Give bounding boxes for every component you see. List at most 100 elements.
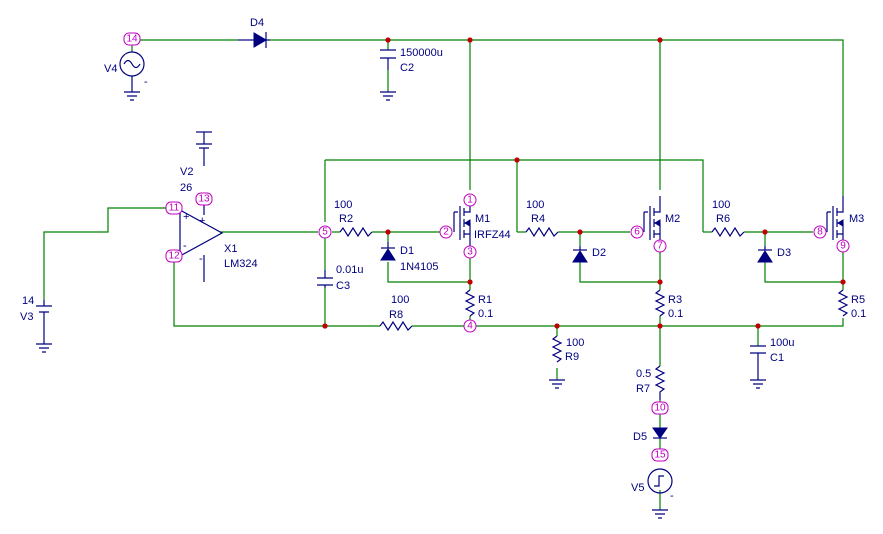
resistor-r5: R5 0.1 (837, 289, 866, 320)
svg-text:9: 9 (840, 241, 846, 252)
node-9: 9 (836, 239, 850, 253)
m1-ref: M1 (475, 213, 490, 225)
r4-ref: R4 (531, 213, 545, 225)
diode-d3: D3 (757, 246, 791, 263)
r1-ref: R1 (478, 294, 492, 306)
junction-dot (467, 279, 473, 285)
m2-ref: M2 (665, 213, 680, 225)
r9-value: 100 (566, 337, 584, 349)
capacitor-c1: 100u C1 (750, 337, 794, 389)
node-10: 10 (651, 401, 669, 415)
svg-text:4: 4 (467, 321, 473, 332)
v3-ref: V3 (20, 311, 33, 323)
junction-dot (514, 157, 520, 163)
svg-text:5: 5 (322, 227, 328, 238)
node-14: 14 (123, 32, 141, 46)
svg-text:-: - (144, 76, 148, 88)
junction-dot (385, 37, 391, 43)
r2-ref: R2 (339, 213, 353, 225)
svg-text:+: + (199, 215, 205, 227)
svg-text:6: 6 (634, 227, 640, 238)
svg-text:1: 1 (467, 195, 473, 206)
junction-dot (385, 229, 391, 235)
c2-ref: C2 (400, 62, 414, 74)
r5-ref: R5 (851, 294, 865, 306)
r5-value: 0.1 (851, 308, 866, 320)
r6-ref: R6 (716, 213, 730, 225)
r8-value: 100 (391, 294, 409, 306)
junction-dot (755, 323, 761, 329)
source-v4: - V4 (104, 51, 148, 101)
svg-text:-: - (199, 253, 203, 265)
source-v5: - V5 (631, 468, 674, 519)
capacitor-c2: 150000u C2 (380, 47, 443, 101)
node-12: 12 (165, 249, 183, 263)
svg-text:11: 11 (169, 203, 180, 214)
diode-d2: D2 (572, 246, 606, 263)
svg-text:3: 3 (467, 247, 473, 258)
d5-ref: D5 (633, 431, 647, 443)
node-2: 2 (439, 225, 453, 239)
junction-dot (322, 323, 328, 329)
svg-text:10: 10 (654, 403, 666, 414)
node-7: 7 (653, 239, 667, 253)
resistor-r4: 100 R4 (525, 199, 559, 238)
mosfet-m1: M1 IRFZ44 (453, 196, 511, 258)
resistor-r6: 100 R6 (711, 199, 745, 238)
resistor-r9: 100 R9 (549, 335, 584, 389)
svg-text:7: 7 (657, 241, 663, 252)
capacitor-c3: 0.01u C3 (317, 264, 364, 292)
svg-text:8: 8 (817, 227, 823, 238)
junction-dot (657, 323, 663, 329)
v5-ref: V5 (631, 482, 644, 494)
diode-d5: D5 (633, 427, 668, 443)
diode-d1: D1 1N4105 (380, 242, 439, 273)
junction-dots (322, 37, 846, 329)
node-6: 6 (630, 225, 644, 239)
junction-dot (762, 229, 768, 235)
svg-text:14: 14 (126, 34, 138, 45)
r3-value: 0.1 (668, 308, 683, 320)
resistor-r2: 100 R2 (334, 199, 373, 238)
r4-value: 100 (526, 199, 544, 211)
svg-text:15: 15 (654, 450, 666, 461)
d1-model: 1N4105 (400, 261, 439, 273)
opamp-x1: + - + - X1 LM324 (179, 200, 258, 282)
v4-ref: V4 (104, 63, 117, 75)
source-v3: 14 V3 (20, 295, 52, 353)
c1-ref: C1 (770, 352, 784, 364)
resistor-r1: R1 0.1 (464, 289, 493, 320)
mosfet-m3: M3 (826, 196, 864, 240)
svg-text:2: 2 (443, 227, 449, 238)
c3-value: 0.01u (336, 264, 364, 276)
m1-model: IRFZ44 (474, 229, 511, 241)
junction-dot (467, 37, 473, 43)
node-8: 8 (813, 225, 827, 239)
node-markers: 14 1 2 3 4 5 6 7 8 9 10 11 12 13 15 (123, 32, 850, 462)
svg-text:-: - (670, 490, 674, 502)
v2-ref: V2 (180, 166, 193, 178)
d1-ref: D1 (400, 245, 414, 257)
c1-value: 100u (770, 337, 794, 349)
r1-value: 0.1 (478, 308, 493, 320)
node-4: 4 (463, 319, 477, 333)
node-15: 15 (651, 448, 669, 462)
resistor-r7: 0.5 R7 (636, 365, 666, 400)
junction-dot (840, 279, 846, 285)
source-v2: V2 26 (180, 131, 212, 194)
r3-ref: R3 (668, 294, 682, 306)
svg-text:12: 12 (168, 251, 180, 262)
c3-ref: C3 (336, 280, 350, 292)
junction-dot (577, 229, 583, 235)
svg-text:-: - (183, 240, 187, 252)
junction-dot (657, 37, 663, 43)
junction-dot (554, 323, 560, 329)
node-13: 13 (195, 192, 213, 206)
node-11: 11 (165, 201, 183, 215)
r9-ref: R9 (565, 351, 579, 363)
node-3: 3 (463, 245, 477, 259)
x1-model: LM324 (224, 258, 258, 270)
r2-value: 100 (334, 199, 352, 211)
diode-d4: D4 (238, 17, 270, 48)
